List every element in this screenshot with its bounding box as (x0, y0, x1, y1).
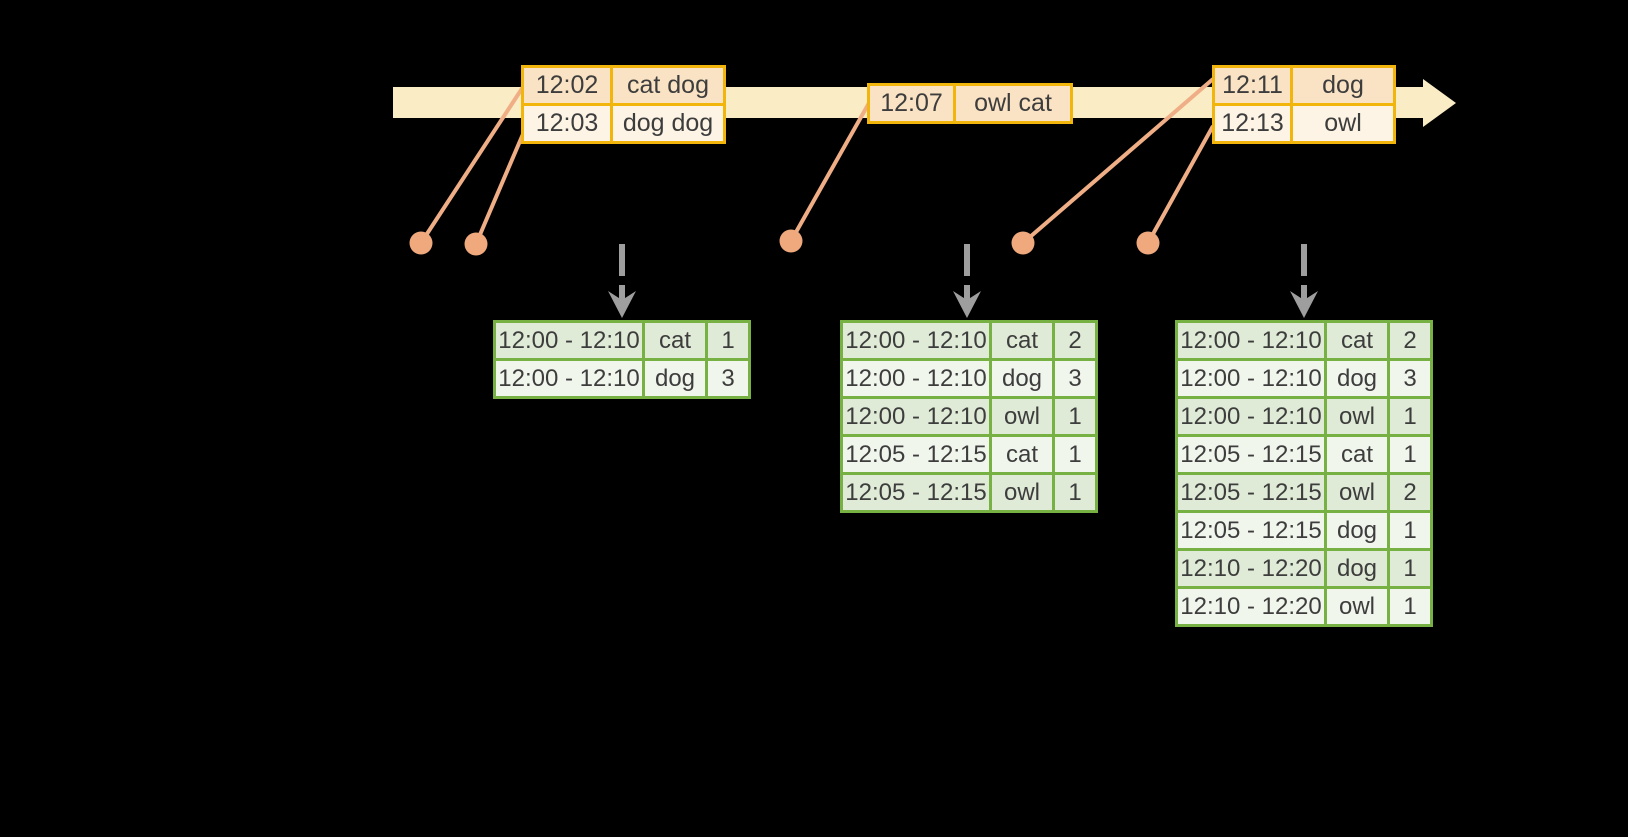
window-range: 12:00 - 12:10 (1178, 361, 1324, 396)
word: owl (992, 399, 1052, 434)
window-range: 12:00 - 12:10 (843, 361, 989, 396)
table-row: 12:05 - 12:15 cat 1 (1178, 437, 1430, 472)
window-range: 12:05 - 12:15 (843, 475, 989, 510)
event-dot-icon (1011, 231, 1035, 255)
count: 1 (1390, 513, 1430, 548)
window-range: 12:10 - 12:20 (1178, 551, 1324, 586)
timeline-arrowhead-icon (1423, 79, 1456, 127)
window-range: 12:00 - 12:10 (1178, 399, 1324, 434)
window-range: 12:00 - 12:10 (496, 323, 642, 358)
word: cat (992, 323, 1052, 358)
arrow-down-icon (953, 291, 981, 318)
count: 1 (1055, 475, 1095, 510)
connector-line (789, 102, 871, 242)
window-range: 12:00 - 12:10 (496, 361, 642, 396)
count: 3 (1390, 361, 1430, 396)
table-row: 12:00 - 12:10 cat 2 (1178, 323, 1430, 358)
count: 1 (1390, 399, 1430, 434)
event-time: 12:03 (524, 106, 610, 141)
table-row: 12:05 - 12:15 dog 1 (1178, 513, 1430, 548)
word: owl (1327, 399, 1387, 434)
result-table-2: 12:00 - 12:10 cat 2 12:00 - 12:10 dog 3 … (840, 320, 1098, 513)
word: dog (1327, 513, 1387, 548)
word: cat (1327, 437, 1387, 472)
event-connector-lines (419, 77, 1215, 245)
event-time: 12:02 (524, 68, 610, 103)
table-row: 12:00 - 12:10 owl 1 (843, 399, 1095, 434)
event-dot-icon (409, 231, 433, 255)
event-dot-icon (779, 229, 803, 253)
table-row: 12:00 - 12:10 owl 1 (1178, 399, 1430, 434)
table-row: 12:10 - 12:20 dog 1 (1178, 551, 1430, 586)
event-words: dog dog (613, 106, 723, 141)
event-words: owl (1293, 106, 1393, 141)
event-words: owl cat (956, 86, 1070, 121)
word: dog (1327, 361, 1387, 396)
table-row: 12:02 cat dog (524, 68, 723, 103)
event-words: dog (1293, 68, 1393, 103)
count: 2 (1055, 323, 1095, 358)
result-table-3: 12:00 - 12:10 cat 2 12:00 - 12:10 dog 3 … (1175, 320, 1433, 627)
word: cat (645, 323, 705, 358)
window-range: 12:05 - 12:15 (1178, 513, 1324, 548)
event-table-2: 12:07 owl cat (867, 83, 1073, 124)
count: 1 (1390, 551, 1430, 586)
window-range: 12:00 - 12:10 (843, 323, 989, 358)
event-dot-icon (464, 232, 488, 256)
arrow-down-icon (1290, 291, 1318, 318)
word: cat (992, 437, 1052, 472)
word: owl (1327, 589, 1387, 624)
window-range: 12:00 - 12:10 (843, 399, 989, 434)
trigger-arrows (608, 244, 1318, 318)
word: owl (1327, 475, 1387, 510)
count: 1 (1390, 437, 1430, 472)
arrow-down-icon (608, 291, 636, 318)
table-row: 12:00 - 12:10 dog 3 (843, 361, 1095, 396)
table-row: 12:00 - 12:10 cat 1 (496, 323, 748, 358)
count: 3 (1055, 361, 1095, 396)
count: 1 (708, 323, 748, 358)
window-range: 12:00 - 12:10 (1178, 323, 1324, 358)
event-dots (409, 229, 1160, 256)
connector-line (419, 85, 525, 245)
event-table-3: 12:11 dog 12:13 owl (1212, 65, 1396, 144)
table-row: 12:00 - 12:10 dog 3 (496, 361, 748, 396)
window-range: 12:05 - 12:15 (1178, 437, 1324, 472)
table-row: 12:11 dog (1215, 68, 1393, 103)
table-row: 12:10 - 12:20 owl 1 (1178, 589, 1430, 624)
word: dog (992, 361, 1052, 396)
connector-line (474, 133, 525, 245)
word: dog (1327, 551, 1387, 586)
table-row: 12:00 - 12:10 dog 3 (1178, 361, 1430, 396)
event-time: 12:07 (870, 86, 953, 121)
table-row: 12:05 - 12:15 owl 1 (843, 475, 1095, 510)
table-row: 12:07 owl cat (870, 86, 1070, 121)
count: 3 (708, 361, 748, 396)
count: 1 (1055, 399, 1095, 434)
event-time: 12:11 (1215, 68, 1290, 103)
window-range: 12:10 - 12:20 (1178, 589, 1324, 624)
word: cat (1327, 323, 1387, 358)
event-words: cat dog (613, 68, 723, 103)
result-table-1: 12:00 - 12:10 cat 1 12:00 - 12:10 dog 3 (493, 320, 751, 399)
connector-line (1021, 77, 1215, 245)
table-row: 12:05 - 12:15 cat 1 (843, 437, 1095, 472)
count: 2 (1390, 475, 1430, 510)
event-dot-icon (1136, 231, 1160, 255)
count: 2 (1390, 323, 1430, 358)
event-table-1: 12:02 cat dog 12:03 dog dog (521, 65, 726, 144)
event-time: 12:13 (1215, 106, 1290, 141)
count: 1 (1055, 437, 1095, 472)
table-row: 12:00 - 12:10 cat 2 (843, 323, 1095, 358)
window-range: 12:05 - 12:15 (1178, 475, 1324, 510)
word: dog (645, 361, 705, 396)
table-row: 12:05 - 12:15 owl 2 (1178, 475, 1430, 510)
window-range: 12:05 - 12:15 (843, 437, 989, 472)
table-row: 12:13 owl (1215, 106, 1393, 141)
word: owl (992, 475, 1052, 510)
count: 1 (1390, 589, 1430, 624)
connector-line (1146, 125, 1215, 244)
table-row: 12:03 dog dog (524, 106, 723, 141)
